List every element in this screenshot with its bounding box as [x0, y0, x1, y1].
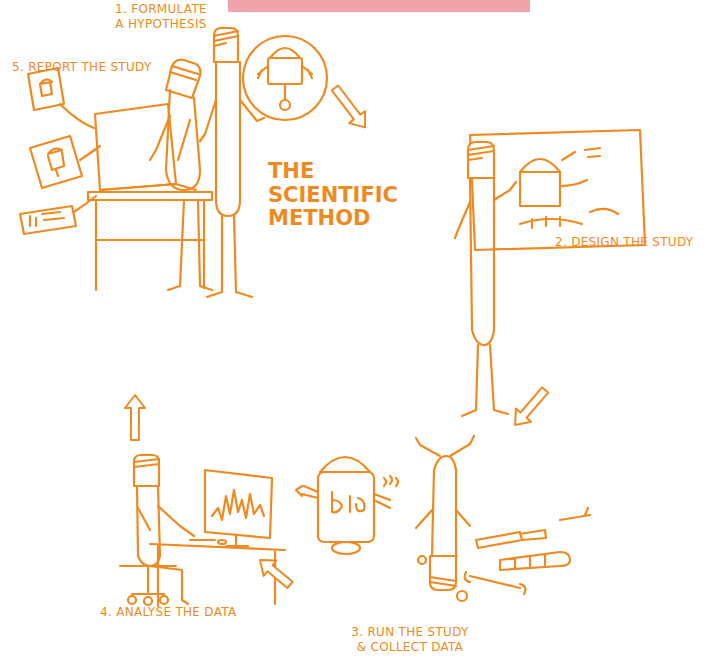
run-study-figure-part: [384, 476, 398, 486]
report-figure-part: [20, 206, 76, 234]
top-bar: [228, 0, 530, 12]
report-figure-part: [95, 104, 176, 190]
hypothesis-figure-part: [268, 58, 302, 84]
analyse-figure-part: [120, 566, 176, 594]
design-figure-part: [520, 217, 582, 228]
step-label: 2. DESIGN THE STUDY: [555, 235, 693, 250]
design-figure-part: [520, 159, 560, 172]
run-study-figure-part: [418, 556, 426, 564]
step-scene: 1. FORMULATE A HYPOTHESIS: [205, 0, 335, 300]
hypothesis-figure-part: [270, 48, 300, 58]
step-scene: 2. DESIGN THE STUDY: [365, 122, 726, 390]
report-figure-part: [150, 116, 190, 160]
step-label: 4. ANALYSE THE DATA: [100, 605, 236, 620]
analyse-figure-part: [226, 536, 248, 546]
run-study-figure-part: [457, 591, 467, 601]
run-study-figure-part: [430, 556, 456, 590]
analyse-figure: [120, 455, 285, 606]
hypothesis-figure-part: [258, 66, 312, 78]
hypothesis-figure-part: [214, 28, 238, 62]
report-figure-part: [168, 200, 212, 290]
analyse-figure-part: [205, 470, 272, 538]
run-study-figure-part: [500, 552, 570, 570]
report-figure-part: [170, 66, 198, 80]
report-figure-part: [166, 60, 201, 98]
hypothesis-figure-part: [280, 100, 290, 110]
design-figure-part: [468, 146, 494, 160]
analyse-figure-part: [138, 506, 194, 536]
run-study-figure-part: [332, 492, 364, 512]
hypothesis-figure-part: [243, 36, 327, 120]
run-study-figure-part: [432, 456, 456, 556]
analyse-figure-part: [150, 566, 188, 604]
design-figure: [455, 130, 645, 416]
run-study-figure-part: [560, 508, 590, 520]
cycle-arrow: [515, 387, 548, 425]
step-scene: 4. ANALYSE THE DATA: [95, 440, 260, 635]
diagram-title: THE SCIENTIFIC METHOD: [268, 160, 418, 231]
report-figure-part: [30, 136, 82, 188]
run-study-figure-part: [476, 530, 546, 548]
report-figure-part: [40, 79, 52, 96]
run-study-figure-part: [374, 494, 390, 508]
run-study-figure-part: [416, 510, 470, 528]
run-study-figure-part: [320, 457, 370, 472]
analyse-figure-part: [190, 539, 215, 541]
step-scene: 5. REPORT THE STUDY: [10, 58, 205, 395]
analyse-figure-part: [144, 597, 152, 605]
cycle-arrow: [332, 86, 365, 128]
run-study-figure-part: [465, 572, 526, 594]
analyse-figure-part: [134, 455, 159, 486]
report-figure-part: [48, 149, 64, 176]
analyse-figure-part: [160, 596, 168, 604]
run-study-figure-part: [430, 577, 456, 586]
design-figure-part: [470, 178, 494, 345]
report-figure-part: [88, 192, 212, 290]
report-figure-part: [30, 212, 64, 226]
run-study-figure-part: [318, 472, 374, 542]
analyse-figure-part: [128, 596, 136, 604]
analyse-figure-part: [218, 540, 226, 544]
step-scene: 3. RUN THE STUDY & COLLECT DATA: [290, 425, 600, 668]
design-figure-part: [455, 182, 516, 238]
analyse-figure-part: [150, 544, 285, 606]
report-figure-part: [28, 68, 64, 110]
hypothesis-figure-part: [207, 216, 252, 297]
step-label: 3. RUN THE STUDY & COLLECT DATA: [346, 625, 474, 655]
run-study-figure-part: [296, 486, 318, 498]
step-label: 1. FORMULATE A HYPOTHESIS: [111, 2, 211, 32]
hypothesis-figure-part: [284, 84, 286, 99]
hypothesis-figure-part: [214, 31, 238, 46]
analyse-figure-part: [134, 459, 159, 467]
run-study-figure: [296, 436, 590, 601]
design-figure-part: [520, 172, 560, 206]
design-figure-part: [560, 148, 600, 186]
hypothesis-figure-part: [216, 62, 240, 216]
design-figure-part: [462, 345, 508, 416]
run-study-figure-part: [416, 436, 474, 456]
run-study-figure-part: [332, 542, 360, 554]
design-figure-part: [468, 142, 494, 178]
step-label: 5. REPORT THE STUDY: [12, 60, 152, 75]
design-figure-part: [470, 130, 645, 250]
cycle-arrow: [125, 395, 145, 440]
cycle-arrow: [260, 560, 293, 588]
report-figure: [20, 60, 212, 290]
report-figure-part: [60, 104, 100, 212]
analyse-figure-part: [212, 490, 264, 520]
design-figure-part: [590, 209, 618, 214]
